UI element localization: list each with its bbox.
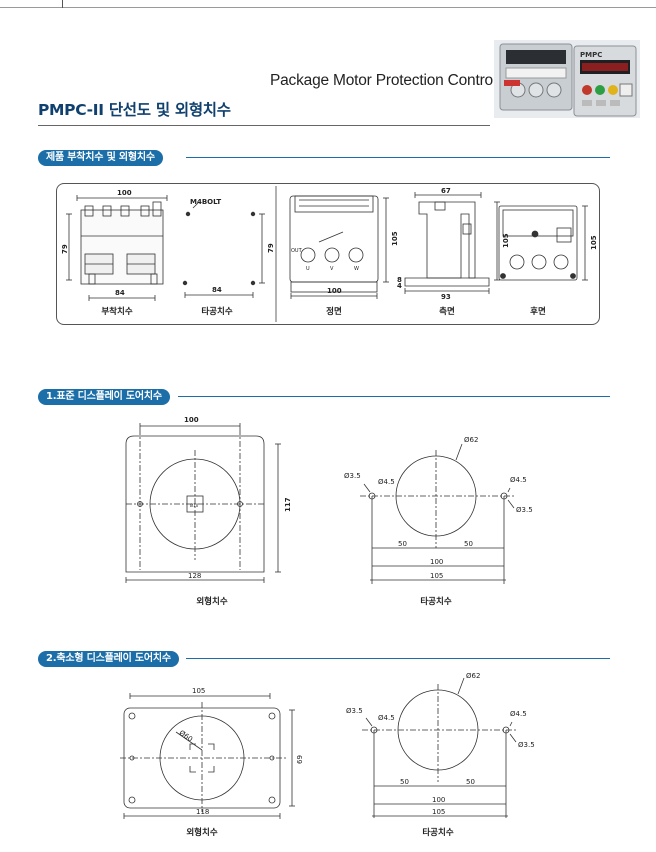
standard-span-100: 100 xyxy=(430,558,443,566)
mount-drawing xyxy=(66,195,168,301)
standard-cutout-drawing: Ø62 Ø3.5 Ø4.5 Ø4.5 Ø3.5 50 50 100 105 xyxy=(344,436,533,584)
side-height-label: 105 xyxy=(502,233,510,248)
compact-outer-drawing: 105 69 118 Ø60 xyxy=(120,687,304,819)
compact-span-100: 100 xyxy=(432,796,445,804)
section-rule xyxy=(178,396,610,397)
standard-bottom-dim: 128 xyxy=(188,572,201,580)
section-header-mounting: 제품 부착치수 및 외형치수 xyxy=(38,150,610,166)
standard-outer-drawing: 100 117 128 Ø10 xyxy=(125,416,292,583)
front-drawing xyxy=(289,195,389,299)
section-header-standard: 1.표준 디스플레이 도어치수 xyxy=(38,389,610,405)
section-header-compact: 2.축소형 디스플레이 도어치수 xyxy=(38,651,610,667)
page-title: PMPC-II 단선도 및 외형치수 xyxy=(38,101,231,119)
top-rule-tick xyxy=(62,0,63,8)
drill-bolt-label: M4BOLT xyxy=(190,198,221,206)
drill-pattern xyxy=(182,201,265,298)
standard-hole-right2: Ø3.5 xyxy=(516,506,533,514)
side-small-a-label: 8 xyxy=(397,276,402,284)
caption-front: 정면 xyxy=(326,307,342,317)
drill-height-label: 79 xyxy=(267,243,275,253)
compact-height-dim: 69 xyxy=(296,755,304,764)
front-v-label: V xyxy=(330,266,334,272)
mounting-dimensions-panel: 100 79 84 M4BOLT 79 84 OU xyxy=(56,183,600,325)
standard-hole-left: Ø3.5 xyxy=(344,472,361,480)
caption-compact-cutout: 타공치수 xyxy=(422,828,454,838)
front-out-label: OUT xyxy=(291,248,303,254)
front-height-label: 105 xyxy=(391,231,399,246)
rear-height-label: 105 xyxy=(590,235,598,250)
section-title-mounting: 제품 부착치수 및 외형치수 xyxy=(38,150,163,166)
compact-hole-right: Ø4.5 xyxy=(510,710,527,718)
caption-standard-outer: 외형치수 xyxy=(196,597,228,607)
caption-compact-outer: 외형치수 xyxy=(186,828,218,838)
product-photo: PMPC xyxy=(494,40,640,118)
side-small-b-label: 4 xyxy=(397,282,402,290)
side-drawing xyxy=(404,192,500,294)
compact-top-dim: 105 xyxy=(192,687,205,695)
compact-hole-right2: Ø3.5 xyxy=(518,741,535,749)
section-rule xyxy=(186,157,610,158)
compact-hole-left2: Ø4.5 xyxy=(378,714,395,722)
header-tagline: Package Motor Protection Controller xyxy=(270,72,513,89)
standard-cutout-dia: Ø62 xyxy=(464,436,478,444)
side-top-label: 67 xyxy=(441,187,451,195)
standard-top-dim: 100 xyxy=(184,416,199,424)
section-title-compact: 2.축소형 디스플레이 도어치수 xyxy=(38,651,179,667)
mounting-diagrams: 100 79 84 M4BOLT 79 84 OU xyxy=(61,186,598,322)
standard-hole-right: Ø4.5 xyxy=(510,476,527,484)
compact-cutout-drawing: Ø62 Ø3.5 Ø4.5 Ø4.5 Ø3.5 50 50 100 105 xyxy=(346,672,535,818)
compact-dia-dim: Ø60 xyxy=(178,729,194,744)
rear-drawing xyxy=(498,205,588,281)
compact-half-right: 50 xyxy=(466,778,475,786)
mount-width-label: 100 xyxy=(117,189,132,197)
compact-cutout-dia: Ø62 xyxy=(466,672,480,680)
standard-hole-left2: Ø4.5 xyxy=(378,478,395,486)
caption-drill: 타공치수 xyxy=(201,307,233,317)
standard-half-left: 50 xyxy=(398,540,407,548)
standard-height-dim: 117 xyxy=(284,497,292,512)
section-rule xyxy=(186,658,610,659)
front-w-label: W xyxy=(354,266,359,272)
top-rule xyxy=(0,7,656,8)
section-title-standard: 1.표준 디스플레이 도어치수 xyxy=(38,389,170,405)
mount-base-label: 84 xyxy=(115,289,125,297)
compact-bottom-dim: 118 xyxy=(196,808,209,816)
compact-hole-left: Ø3.5 xyxy=(346,707,363,715)
photo-brand: PMPC xyxy=(580,51,602,59)
standard-half-right: 50 xyxy=(464,540,473,548)
side-bottom-label: 93 xyxy=(441,293,451,301)
caption-mount: 부착치수 xyxy=(101,307,133,317)
caption-side: 측면 xyxy=(439,307,455,317)
mount-height-label: 79 xyxy=(61,244,69,254)
compact-half-left: 50 xyxy=(400,778,409,786)
front-u-label: U xyxy=(306,266,310,272)
front-width-label: 100 xyxy=(327,287,342,295)
standard-center-dim: Ø10 xyxy=(190,503,199,508)
caption-rear: 후면 xyxy=(530,307,546,317)
caption-standard-cutout: 타공치수 xyxy=(420,597,452,607)
drill-width-label: 84 xyxy=(212,286,222,294)
title-underline xyxy=(38,125,490,126)
compact-span-105: 105 xyxy=(432,808,445,816)
standard-span-105: 105 xyxy=(430,572,443,580)
